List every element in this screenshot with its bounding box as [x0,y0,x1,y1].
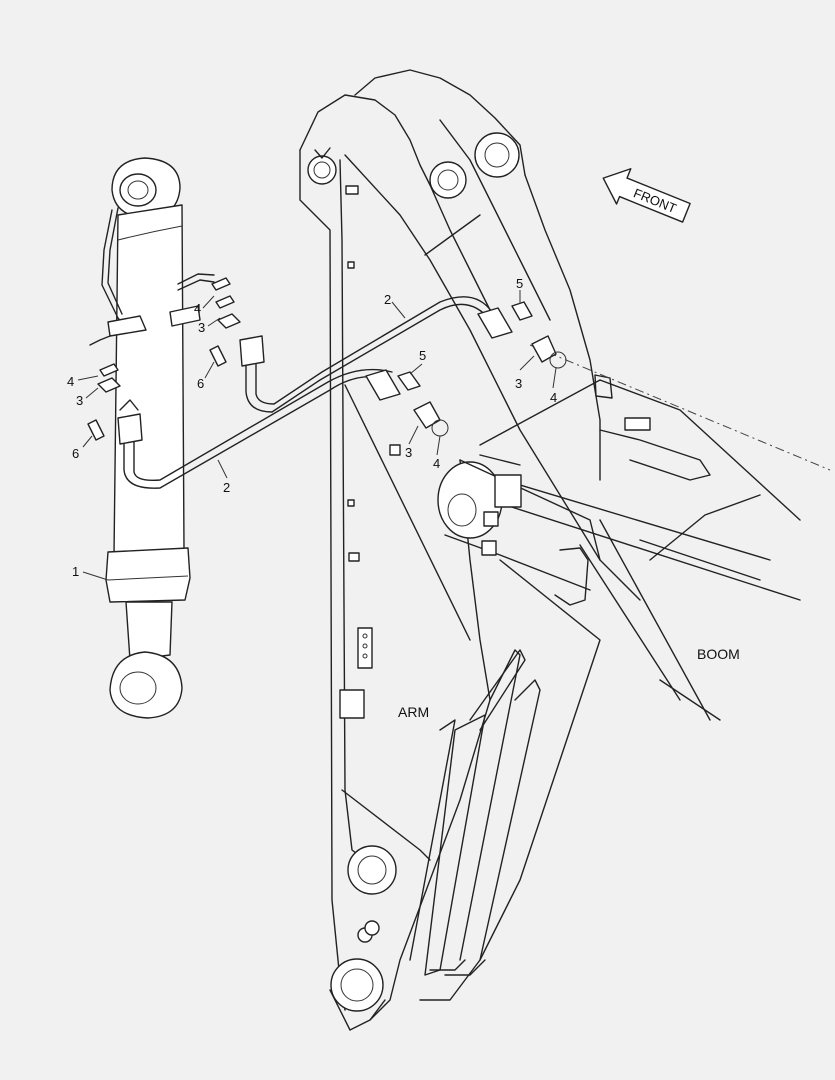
callout-2-hose-lower: 2 [223,480,230,495]
callout-2-hose-upper: 2 [384,292,391,307]
callout-4-arm: 4 [433,456,440,471]
hydraulic-cylinder [89,157,215,719]
small-parts [87,277,567,441]
callout-6-center: 6 [197,376,204,391]
callout-6-left: 6 [72,446,79,461]
callout-4-left: 4 [67,374,74,389]
hoses [117,296,513,489]
arm-label: ARM [398,704,429,720]
boom: BOOM [469,344,831,721]
callout-4-center: 4 [194,301,201,316]
arrow-left-icon: FRONT [602,168,691,223]
callout-5-arm: 5 [419,348,426,363]
callout-3-upper: 3 [515,376,522,391]
front-direction-arrow: FRONT [602,168,691,223]
leader-lines [77,290,557,581]
boom-label: BOOM [697,646,740,662]
callout-1: 1 [72,564,79,579]
callout-4-upper: 4 [550,390,557,405]
callouts: 1 2 2 3 3 3 3 4 4 4 4 5 5 6 6 [67,276,557,579]
callout-3-arm: 3 [405,445,412,460]
callout-3-left: 3 [76,393,83,408]
callout-3-center: 3 [198,320,205,335]
arm: ARM [299,69,641,1031]
callout-5-upper: 5 [516,276,523,291]
